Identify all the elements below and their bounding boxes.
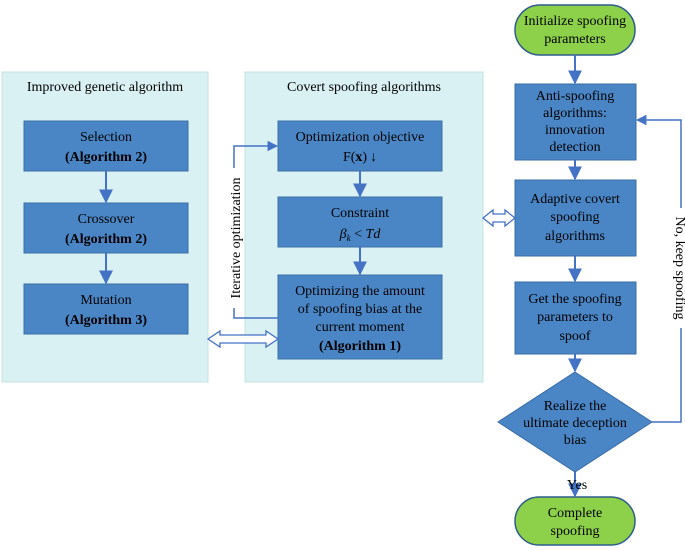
double-arrow-middle-right [481,208,517,228]
crossover-box: Crossover (Algorithm 2) [23,202,189,254]
initialize-line-2: parameters [544,32,605,47]
panel-title-covert: Covert spoofing algorithms [287,80,441,95]
complete-terminal: Complete spoofing [514,496,636,546]
get-line-2: parameters to [537,310,613,325]
anti-line-2: algorithms: [543,106,607,121]
get-parameters-box: Get the spoofing parameters to spoof [514,281,637,355]
initialize-terminal: Initialize spoofing parameters [514,4,636,56]
decision-line-1: Realize the [544,399,607,414]
optimizing-algorithm: (Algorithm 1) [319,339,401,354]
constraint-formula: βk < Td [339,227,382,243]
adaptive-line-1: Adaptive covert [530,192,620,207]
mutation-label: Mutation [80,293,131,308]
initialize-line-1: Initialize spoofing [524,14,626,29]
get-line-1: Get the spoofing [528,292,621,307]
selection-algorithm: (Algorithm 2) [65,150,147,165]
loop-label-bg [228,168,242,308]
adaptive-line-2: spoofing [551,210,600,225]
iterative-optimization-label: Iterative optimization [229,178,244,299]
optimization-objective-box: Optimization objective F(x)↓ [277,120,443,172]
selection-label: Selection [80,130,132,145]
anti-line-1: Anti-spoofing [536,89,615,104]
anti-spoofing-box: Anti-spoofing algorithms: innovation det… [514,83,637,161]
crossover-algorithm: (Algorithm 2) [65,232,147,247]
optimizing-line-3: current moment [315,320,404,335]
constraint-label: Constraint [331,206,389,221]
anti-line-3: innovation [545,123,605,138]
mutation-box: Mutation (Algorithm 3) [23,283,189,335]
optimizing-line-1: Optimizing the amount [295,284,425,299]
mutation-algorithm: (Algorithm 3) [65,313,147,328]
objective-label: Optimization objective [296,130,425,145]
no-keep-spoofing-label: No, keep spoofing [672,216,685,319]
decision-diamond: Realize the ultimate deception bias [497,371,653,473]
optimizing-line-2: of spoofing bias at the [298,302,422,317]
anti-line-4: detection [549,140,600,155]
objective-formula: F(x)↓ [343,150,377,165]
decision-line-3: bias [564,433,587,448]
adaptive-covert-box: Adaptive covert spoofing algorithms [514,179,637,257]
complete-line-2: spoofing [551,524,600,539]
get-line-3: spoof [559,329,590,344]
crossover-label: Crossover [78,212,135,227]
decision-line-2: ultimate deception [523,416,627,431]
adaptive-line-3: algorithms [545,229,605,244]
yes-label: Yes [567,478,587,493]
optimizing-bias-box: Optimizing the amount of spoofing bias a… [277,274,443,360]
no-label-bg [674,208,685,328]
double-arrow-left-middle [206,329,280,349]
complete-line-1: Complete [548,506,602,521]
selection-box: Selection (Algorithm 2) [23,120,189,172]
panel-title-genetic: Improved genetic algorithm [27,80,183,95]
constraint-box: Constraint βk < Td [277,196,443,248]
